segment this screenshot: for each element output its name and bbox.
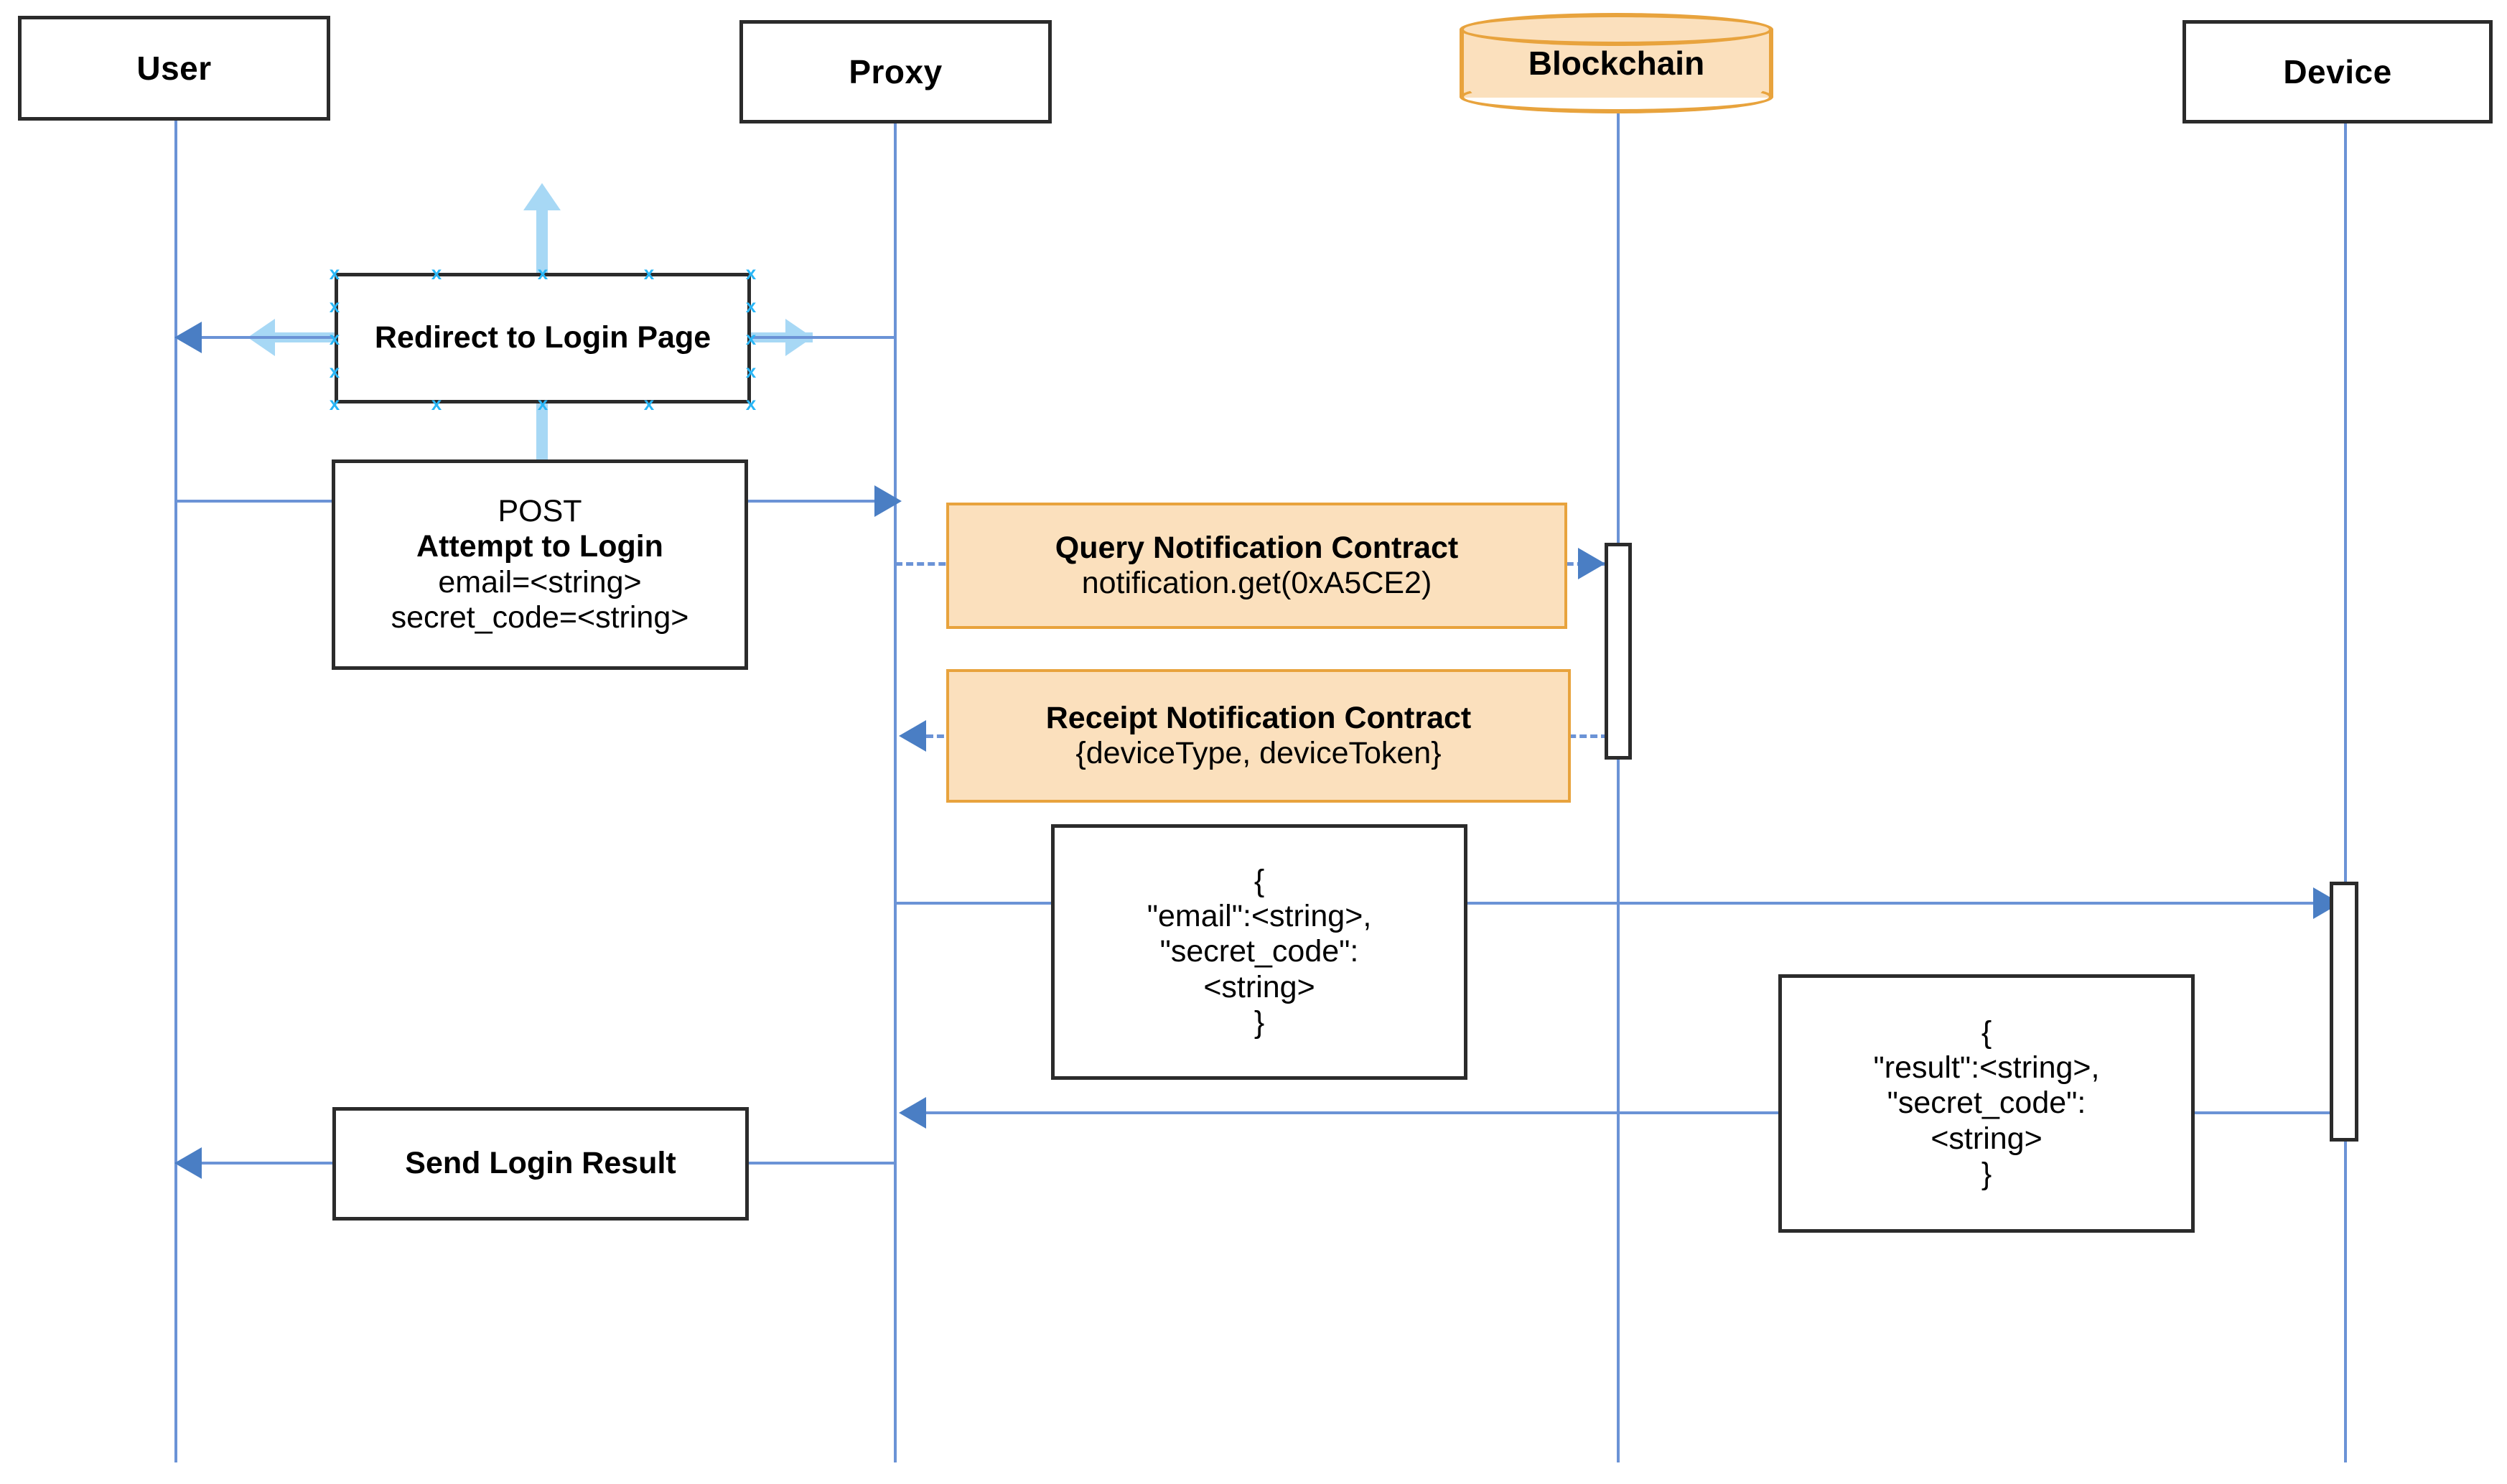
actor-device-label: Device bbox=[2283, 53, 2392, 90]
activation-bar-device[interactable] bbox=[2330, 882, 2358, 1142]
note-line: { bbox=[1981, 1015, 1992, 1050]
message-line-device-result-to-proxy[interactable] bbox=[926, 1111, 2351, 1114]
actor-user[interactable]: User bbox=[18, 16, 330, 121]
message-note-device-result-to-proxy[interactable]: { "result":<string>, "secret_code": <str… bbox=[1778, 974, 2195, 1233]
actor-proxy[interactable]: Proxy bbox=[739, 20, 1052, 123]
note-line: <string> bbox=[1203, 969, 1315, 1004]
lifeline-blockchain bbox=[1617, 111, 1620, 1462]
note-line: } bbox=[1254, 1004, 1265, 1040]
note-line: Attempt to Login bbox=[416, 529, 663, 564]
cylinder-top-ellipse bbox=[1460, 13, 1773, 46]
note-line: email=<string> bbox=[438, 564, 642, 599]
actor-blockchain-label: Blockchain bbox=[1528, 45, 1705, 82]
message-note-query-notification-contract[interactable]: Query Notification Contract notification… bbox=[946, 503, 1567, 629]
note-line: { bbox=[1254, 864, 1265, 899]
message-note-attempt-to-login[interactable]: POST Attempt to Login email=<string> sec… bbox=[332, 459, 748, 670]
lifeline-proxy bbox=[894, 123, 897, 1462]
arrow-head-redirect-to-login-page bbox=[174, 322, 202, 353]
actor-proxy-label: Proxy bbox=[849, 53, 943, 90]
note-line: Query Notification Contract bbox=[1055, 530, 1459, 565]
actor-user-label: User bbox=[136, 50, 212, 87]
lifeline-user bbox=[174, 121, 177, 1462]
message-note-receipt-notification-contract[interactable]: Receipt Notification Contract {deviceTyp… bbox=[946, 669, 1571, 803]
note-line: <string> bbox=[1931, 1121, 2043, 1156]
arrow-head-send-login-result bbox=[174, 1147, 202, 1179]
arrow-head-receipt-notification-contract bbox=[899, 720, 926, 752]
message-note-send-credentials-to-device[interactable]: { "email":<string>, "secret_code": <stri… bbox=[1051, 824, 1467, 1080]
arrow-head-query-notification-contract bbox=[1578, 548, 1605, 579]
note-line: Send Login Result bbox=[405, 1146, 676, 1181]
note-line: "secret_code": bbox=[1887, 1086, 2086, 1121]
selection-ghost-line-up bbox=[536, 208, 548, 274]
note-line: secret_code=<string> bbox=[391, 599, 689, 635]
message-note-send-login-result[interactable]: Send Login Result bbox=[332, 1107, 749, 1221]
selection-ghost-line-down bbox=[536, 403, 548, 470]
message-line-send-credentials-to-device[interactable] bbox=[895, 902, 2350, 905]
activation-bar-blockchain[interactable] bbox=[1605, 543, 1632, 760]
note-line: "result":<string>, bbox=[1873, 1050, 2100, 1086]
note-line: {deviceType, deviceToken} bbox=[1075, 736, 1442, 770]
note-line: } bbox=[1981, 1156, 1992, 1191]
note-line: "secret_code": bbox=[1159, 934, 1359, 969]
note-line: POST bbox=[498, 494, 582, 529]
actor-device[interactable]: Device bbox=[2182, 20, 2493, 123]
actor-blockchain[interactable]: Blockchain bbox=[1460, 13, 1773, 113]
lifeline-device bbox=[2344, 123, 2347, 1462]
message-note-redirect-to-login-page[interactable]: Redirect to Login Page bbox=[335, 273, 751, 403]
note-line: "email":<string>, bbox=[1147, 899, 1372, 934]
arrow-head-attempt-to-login bbox=[874, 485, 902, 517]
selection-ghost-arrow-up[interactable] bbox=[523, 183, 561, 210]
cylinder-bottom-ellipse bbox=[1460, 80, 1773, 113]
arrow-head-device-result-to-proxy bbox=[899, 1097, 926, 1129]
note-line: Redirect to Login Page bbox=[374, 320, 711, 355]
note-line: notification.get(0xA5CE2) bbox=[1081, 566, 1432, 600]
note-line: Receipt Notification Contract bbox=[1045, 700, 1472, 735]
